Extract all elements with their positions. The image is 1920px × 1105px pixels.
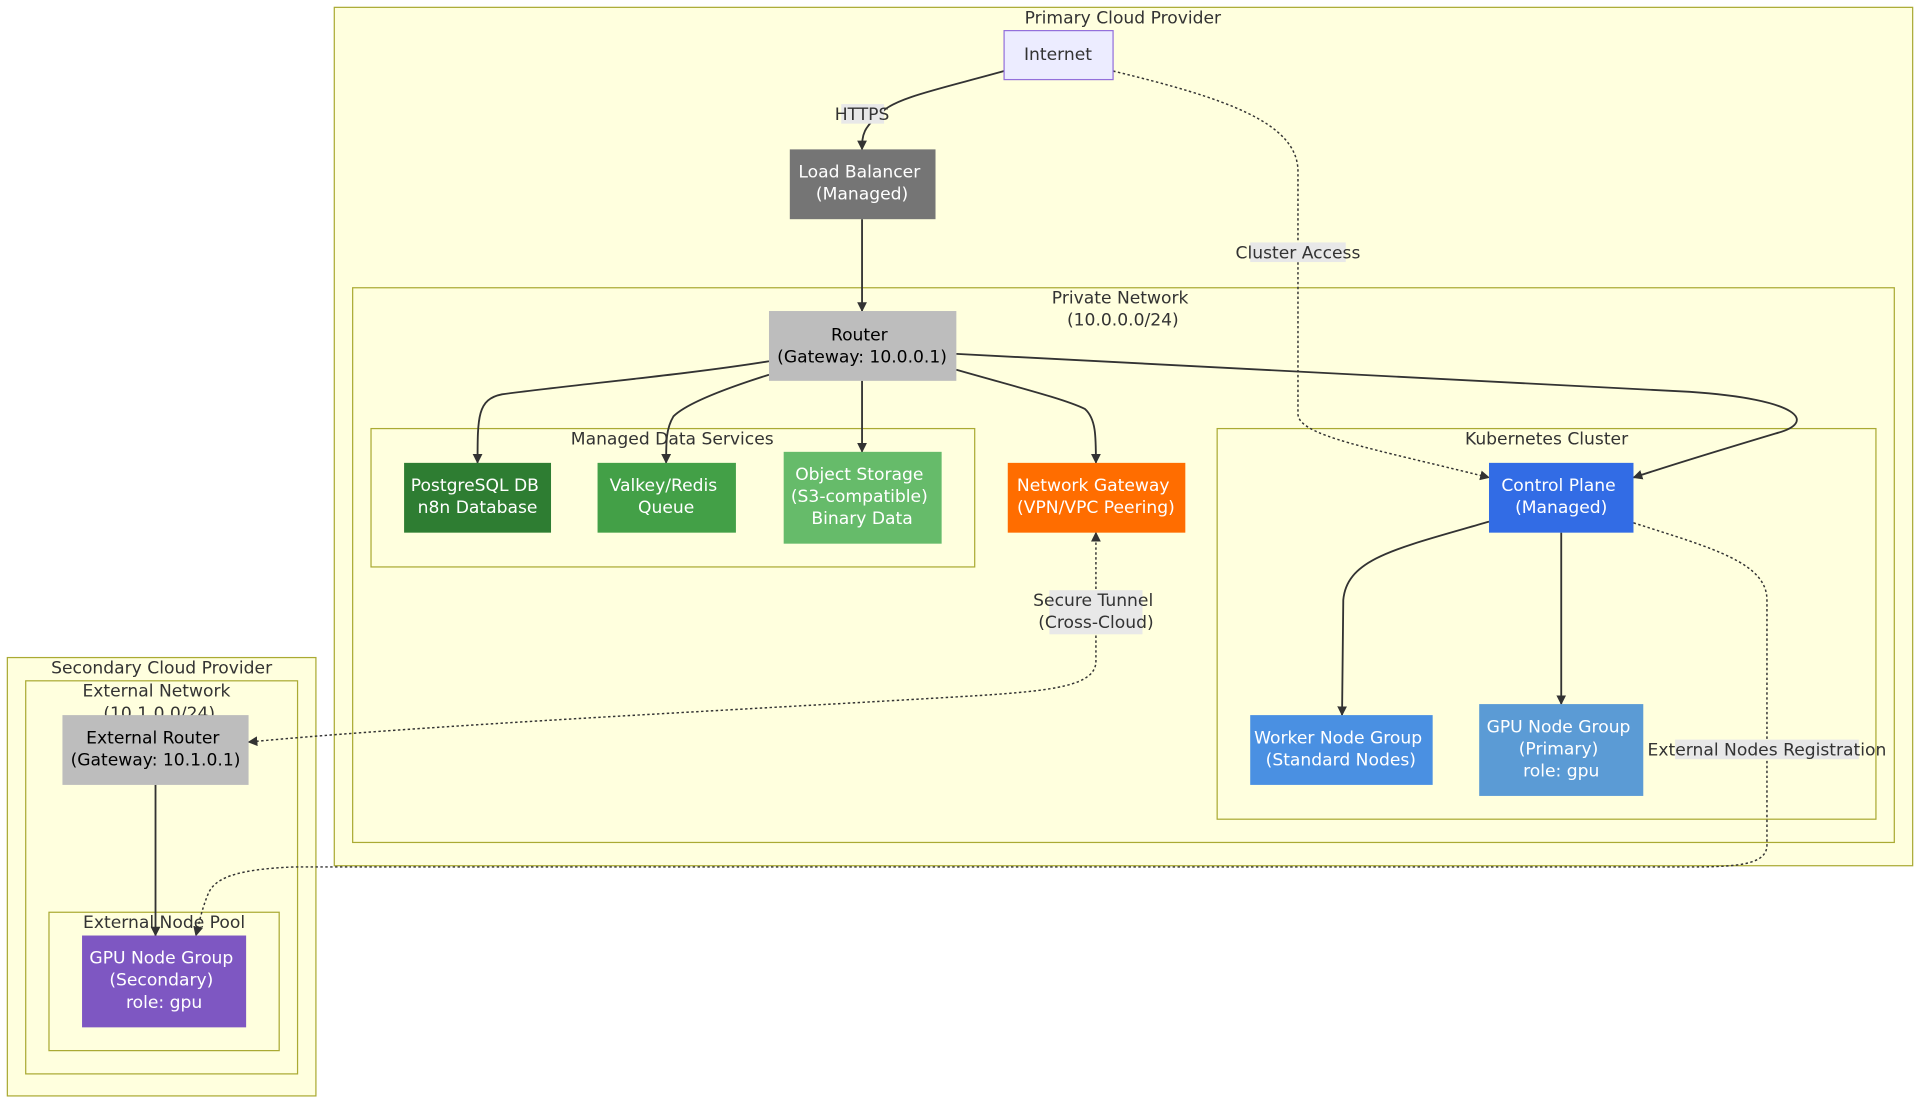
svg-text:Network Gateway (VPN/VPC: Network Gateway (VPN/VPC Peering) — [1017, 476, 1175, 518]
svg-text:Valkey/Redis Queue: Valkey/Redis Queue — [610, 476, 723, 518]
svg-text:External Router (Gateway: External Router (Gateway: 10.1.0.1) — [71, 728, 241, 770]
edge-control-plane-workers — [1337, 520, 1490, 717]
node-gpu-node-group-secondary[interactable]: GPU Node Group (Secondary) role: gpu — [82, 935, 247, 1028]
node-object-storage[interactable]: Object Storage (S3-compatible) Binary Da… — [783, 451, 942, 544]
node-router[interactable]: Router (Gateway: 10.0.0.1) — [768, 311, 957, 381]
node-internet[interactable]: Internet — [1003, 30, 1114, 81]
svg-text:Object Storage (S3-compa: Object Storage (S3-compatible) Binary Da… — [791, 465, 933, 529]
node-gpu-node-group-primary[interactable]: GPU Node Group (Primary) role: gpu — [1479, 704, 1644, 796]
svg-text:PostgreSQL DB n8n Databa: PostgreSQL DB n8n Database — [411, 476, 545, 518]
svg-text:Cluster Access: Cluster Access — [1236, 243, 1361, 263]
svg-text:Control Plane (Managed): Control Plane (Managed) — [1501, 476, 1621, 518]
cluster-kubernetes-label: Kubernetes Cluster — [1465, 429, 1629, 449]
edge-router-postgres — [472, 360, 770, 464]
edge-router-gateway — [956, 368, 1101, 464]
edge-label-external-registration: External Nodes Registration — [1648, 739, 1887, 761]
cluster-secondary-cloud-label: Secondary Cloud Provider — [51, 658, 273, 678]
node-control-plane[interactable]: Control Plane (Managed) — [1488, 462, 1634, 533]
cluster-external-pool-label: External Node Pool — [83, 913, 245, 933]
edge-label-https: HTTPS — [835, 104, 890, 125]
cluster-managed-data-label: Managed Data Services — [571, 429, 774, 449]
node-network-gateway[interactable]: Network Gateway (VPN/VPC Peering) — [1007, 462, 1186, 533]
edge-control-plane-gpu-secondary — [193, 522, 1768, 937]
edge-router-control-plane — [956, 352, 1798, 480]
node-valkey-redis[interactable]: Valkey/Redis Queue — [597, 462, 736, 533]
node-load-balancer[interactable]: Load Balancer (Managed) — [789, 149, 936, 220]
edge-router-valkey — [661, 373, 770, 464]
svg-text:Load Balancer (Managed): Load Balancer (Managed) — [798, 163, 925, 205]
svg-text:HTTPS: HTTPS — [835, 105, 890, 125]
svg-text:Router (Gateway: 10.0.0.: Router (Gateway: 10.0.0.1) — [777, 325, 947, 367]
cluster-private-network-label: Private Network (10.0.0.0/24) — [1052, 289, 1194, 331]
node-postgresql[interactable]: PostgreSQL DB n8n Database — [404, 462, 552, 533]
svg-text:GPU Node Group (Primary): GPU Node Group (Primary) role: gpu — [1487, 717, 1636, 781]
cluster-primary-cloud-label: Primary Cloud Provider — [1025, 8, 1222, 28]
edge-internet-lb — [857, 70, 1005, 151]
node-external-router[interactable]: External Router (Gateway: 10.1.0.1) — [62, 715, 249, 785]
svg-text:Internet: Internet — [1024, 45, 1092, 65]
svg-text:Secure Tunnel (Cross-Clo: Secure Tunnel (Cross-Cloud) — [1033, 591, 1159, 633]
edge-label-secure-tunnel: Secure Tunnel (Cross-Cloud) — [1033, 590, 1159, 635]
node-worker-node-group[interactable]: Worker Node Group (Standard Nodes) — [1250, 715, 1433, 785]
svg-text:GPU Node Group (Secondar: GPU Node Group (Secondary) role: gpu — [89, 949, 238, 1013]
edge-internet-control-plane — [1112, 70, 1490, 481]
svg-text:External Nodes Registration: External Nodes Registration — [1648, 741, 1887, 761]
edge-label-cluster-access: Cluster Access — [1236, 242, 1361, 263]
svg-text:Worker Node Group (Stand: Worker Node Group (Standard Nodes) — [1254, 728, 1427, 770]
